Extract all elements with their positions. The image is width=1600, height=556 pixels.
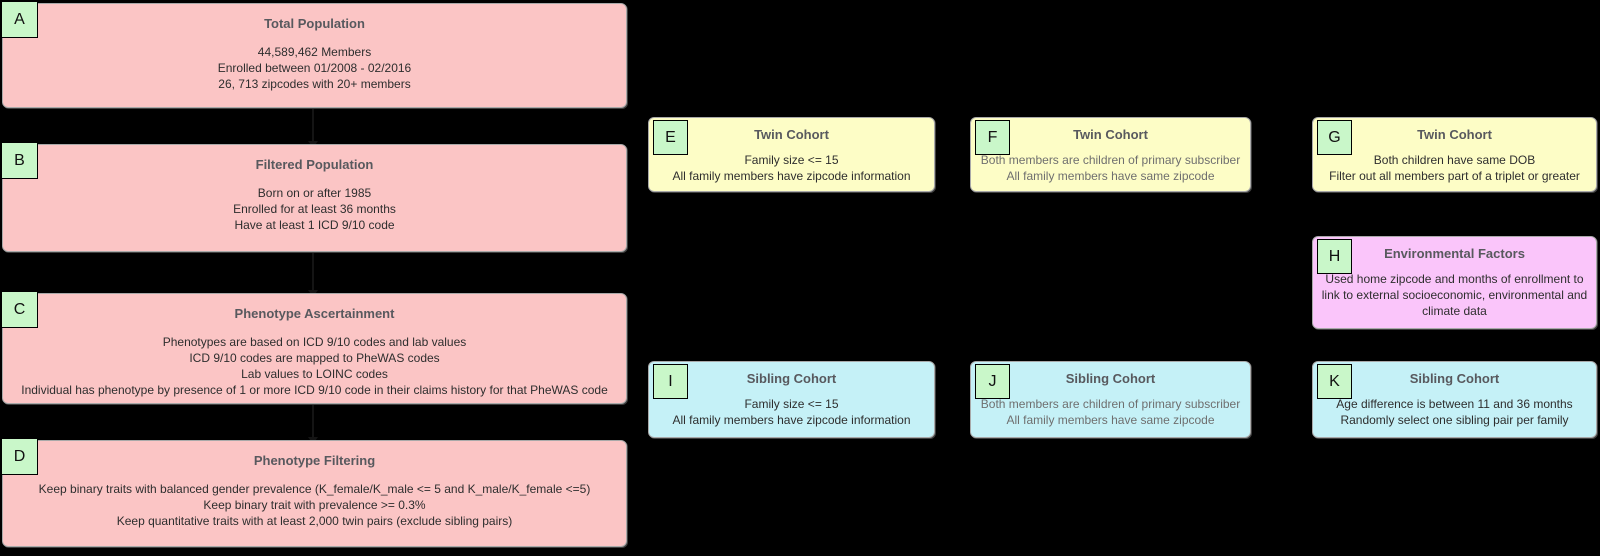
node-title: Total Population	[264, 16, 365, 31]
node-title: Phenotype Ascertainment	[234, 306, 395, 321]
node-title: Sibling Cohort	[746, 371, 837, 386]
node-text-line: Keep binary trait with prevalence >= 0.3…	[203, 498, 426, 512]
node-text-line: ICD 9/10 codes are mapped to PheWAS code…	[189, 351, 440, 365]
connector-c-d	[308, 405, 318, 444]
node-text-line: Born on or after 1985	[257, 186, 372, 200]
node-title: Twin Cohort	[754, 127, 829, 142]
node-c-phenotype-ascertainment: C Phenotype Ascertainment Phenotypes are…	[1, 291, 627, 404]
node-text-line: All family members have same zipcode	[1006, 413, 1215, 427]
node-c-badge: C	[1, 291, 38, 328]
node-title: Filtered Population	[255, 157, 374, 172]
node-text-line: Enrolled between 01/2008 - 02/2016	[217, 61, 412, 75]
node-text-line: Both members are children of primary sub…	[980, 397, 1241, 411]
node-body: Both members are children of primary sub…	[971, 152, 1250, 184]
node-text-line: Keep binary traits with balanced gender …	[38, 482, 591, 496]
connector-b-c	[308, 253, 318, 297]
node-body: Family size <= 15 All family members hav…	[649, 152, 934, 184]
node-g-badge: G	[1317, 120, 1352, 155]
node-text-line: 44,589,462 Members	[257, 45, 372, 59]
node-a-total-population: A Total Population 44,589,462 Members En…	[1, 1, 627, 108]
node-body: Phenotypes are based on ICD 9/10 codes a…	[3, 334, 626, 398]
node-j-badge: J	[975, 364, 1010, 399]
node-g-twin-cohort: G Twin Cohort Both children have same DO…	[1312, 117, 1597, 192]
node-k-sibling-cohort: K Sibling Cohort Age difference is betwe…	[1312, 361, 1597, 438]
node-text-line: Enrolled for at least 36 months	[233, 202, 396, 216]
node-text-line: Both members are children of primary sub…	[980, 153, 1241, 167]
node-body: Family size <= 15 All family members hav…	[649, 396, 934, 428]
node-text-line: Family size <= 15	[744, 397, 839, 411]
node-d-badge: D	[1, 438, 38, 475]
node-body: Used home zipcode and months of enrollme…	[1313, 271, 1596, 319]
node-d-phenotype-filtering: D Phenotype Filtering Keep binary traits…	[1, 438, 627, 547]
node-i-badge: I	[653, 364, 688, 399]
node-j-sibling-cohort: J Sibling Cohort Both members are childr…	[970, 361, 1251, 438]
node-text-line: Both children have same DOB	[1373, 153, 1536, 167]
node-body: Born on or after 1985 Enrolled for at le…	[3, 185, 626, 233]
node-title: Sibling Cohort	[1409, 371, 1500, 386]
node-text-line: Keep quantitative traits with at least 2…	[116, 514, 513, 528]
node-body: Keep binary traits with balanced gender …	[3, 481, 626, 529]
node-body: Both children have same DOB Filter out a…	[1313, 152, 1596, 184]
node-text-line: Filter out all members part of a triplet…	[1329, 169, 1580, 183]
node-f-twin-cohort: F Twin Cohort Both members are children …	[970, 117, 1251, 192]
node-text-line: link to external socioeconomic, environm…	[1321, 288, 1588, 302]
node-title: Sibling Cohort	[1065, 371, 1156, 386]
node-text-line: All family members have same zipcode	[1006, 169, 1215, 183]
node-title: Environmental Factors	[1384, 246, 1525, 261]
node-text-line: climate data	[1422, 304, 1487, 318]
node-b-filtered-population: B Filtered Population Born on or after 1…	[1, 142, 627, 252]
node-i-sibling-cohort: I Sibling Cohort Family size <= 15 All f…	[648, 361, 935, 438]
node-text-line: Used home zipcode and months of enrollme…	[1325, 272, 1584, 286]
node-b-badge: B	[1, 142, 38, 179]
node-f-badge: F	[975, 120, 1010, 155]
node-e-badge: E	[653, 120, 688, 155]
node-text-line: All family members have zipcode informat…	[672, 169, 911, 183]
node-h-environmental-factors: H Environmental Factors Used home zipcod…	[1312, 236, 1597, 329]
node-a-badge: A	[1, 1, 38, 38]
node-text-line: Have at least 1 ICD 9/10 code	[234, 218, 395, 232]
node-text-line: 26, 713 zipcodes with 20+ members	[218, 77, 411, 91]
node-body: Both members are children of primary sub…	[971, 396, 1250, 428]
node-title: Twin Cohort	[1417, 127, 1492, 142]
node-e-twin-cohort: E Twin Cohort Family size <= 15 All fami…	[648, 117, 935, 192]
node-text-line: Age difference is between 11 and 36 mont…	[1336, 397, 1573, 411]
connector-a-b	[308, 109, 318, 148]
node-body: Age difference is between 11 and 36 mont…	[1313, 396, 1596, 428]
node-title: Phenotype Filtering	[253, 453, 376, 468]
node-text-line: Lab values to LOINC codes	[241, 367, 388, 381]
node-title: Twin Cohort	[1073, 127, 1148, 142]
node-body: 44,589,462 Members Enrolled between 01/2…	[3, 44, 626, 92]
node-h-badge: H	[1317, 239, 1352, 274]
node-text-line: Phenotypes are based on ICD 9/10 codes a…	[162, 335, 467, 349]
node-text-line: All family members have zipcode informat…	[672, 413, 911, 427]
node-text-line: Individual has phenotype by presence of …	[21, 383, 608, 397]
node-text-line: Family size <= 15	[744, 153, 839, 167]
node-k-badge: K	[1317, 364, 1352, 399]
node-text-line: Randomly select one sibling pair per fam…	[1340, 413, 1569, 427]
